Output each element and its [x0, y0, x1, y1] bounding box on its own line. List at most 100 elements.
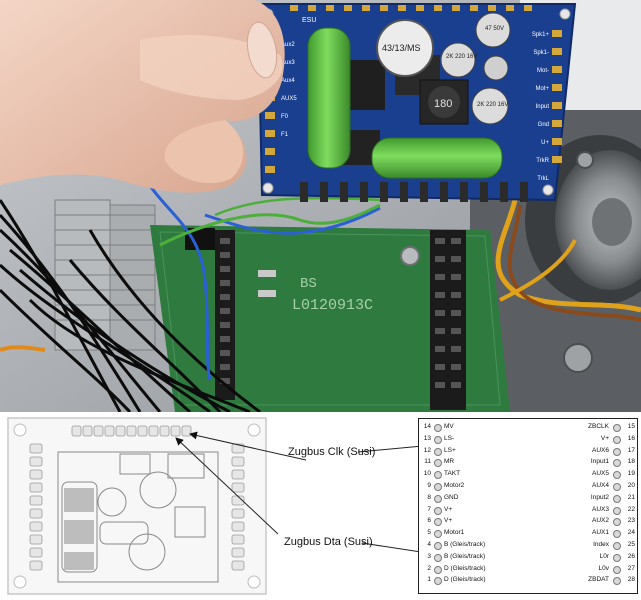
pin-name-right: AUX2: [592, 517, 609, 525]
pin-dot: [613, 542, 621, 550]
pin-number-left: 8: [427, 493, 431, 501]
left-pin-label: AUX5: [281, 96, 297, 102]
pin-number-right: 21: [627, 493, 635, 501]
pin-number-left: 5: [427, 529, 431, 537]
pin-number-left: 1: [427, 576, 431, 584]
pin-name-left: D (Gleis/track): [444, 576, 486, 584]
pin-number-right: 15: [627, 423, 635, 430]
right-pin-label: Input: [536, 104, 550, 110]
pin-name-right: ZBDAT: [588, 576, 609, 584]
pin-name-left: MV: [444, 423, 454, 430]
pin-name-left: B (Gleis/track): [444, 541, 486, 548]
pin-dot: [434, 435, 442, 444]
pin-dot: [434, 494, 442, 503]
pin-dot: [613, 435, 621, 444]
small-connector: [185, 228, 215, 250]
pin-number-left: 9: [427, 482, 431, 489]
pin-number-right: 23: [627, 517, 635, 525]
pin-dot: [613, 553, 621, 562]
pin-name-right: Input2: [590, 493, 609, 501]
left-pin-label: Aux4: [281, 78, 295, 84]
left-pin-label: Aux3: [281, 60, 295, 66]
pin-name-right: AUX3: [592, 505, 609, 513]
socket-header-right: [430, 230, 466, 410]
pin-name-left: Motor1: [444, 529, 465, 537]
pin-number-left: 10: [423, 470, 431, 478]
pin-dot: [434, 577, 442, 586]
pin-dot: [613, 494, 621, 503]
decoder-photo: BS L0120913C: [0, 0, 641, 412]
pin-dot: [434, 530, 442, 539]
pin-number-right: 22: [627, 505, 635, 513]
right-pin-label: TrkR: [536, 158, 549, 164]
pin-dot: [613, 577, 621, 586]
pin-dot: [613, 530, 621, 539]
pcb-drawing: [7, 417, 585, 595]
pin-number-right: 20: [627, 482, 635, 489]
pin-number-right: 28: [627, 576, 635, 584]
cap-label-2k-a: 2K 220 16V: [446, 54, 477, 60]
capacitor-label: 43/13/MS: [382, 43, 421, 53]
pin-name-left: D (Gleis/track): [444, 564, 486, 572]
right-pin-label: Mot-: [537, 68, 549, 74]
pin-number-right: 25: [627, 541, 635, 548]
pin-row: 8 GND Input2 21: [419, 494, 637, 505]
pin-dot: [434, 553, 442, 562]
right-pin-label: Spk1+: [532, 32, 550, 38]
pin-dot: [434, 424, 442, 432]
pin-name-left: MR: [444, 458, 455, 466]
pin-name-left: V+: [444, 517, 453, 525]
right-pin-label: TrkL: [537, 176, 549, 182]
pin-name-left: LS-: [444, 434, 455, 442]
pin-name-right: Input1: [590, 458, 609, 466]
left-pin-label: F1: [281, 132, 289, 138]
board-label-bs: BS: [300, 276, 317, 292]
pin-number-left: 12: [423, 446, 431, 454]
pin-dot: [434, 542, 442, 550]
pin-number-right: 16: [627, 434, 635, 442]
pin-dot: [434, 447, 442, 456]
wire-bundle: [0, 199, 261, 412]
pin-name-left: GND: [444, 493, 459, 501]
decoder-pcb: 180 43/13/MS 2K 220 16V 47 50V 2K 220 16…: [256, 3, 577, 202]
green-wire: [159, 203, 381, 247]
pin-dot: [613, 565, 621, 574]
photo-scene: BS L0120913C: [0, 0, 641, 412]
pin-number-left: 3: [427, 552, 431, 560]
pin-name-right: V+: [600, 434, 609, 442]
pin-dot: [434, 506, 442, 515]
right-pin-label: Spk1-: [533, 50, 549, 56]
pin-name-right: AUX5: [592, 470, 609, 478]
pcb-label-esu: ESU: [302, 17, 316, 24]
speaker: [525, 135, 641, 305]
left-pin-label: F0: [281, 114, 289, 120]
pin-dot: [434, 518, 442, 527]
pin-dot: [613, 506, 621, 515]
pin-dot: [613, 483, 621, 491]
board-label-code: L0120913C: [292, 297, 373, 314]
inductor-label: 180: [434, 98, 452, 110]
right-pin-label: U+: [541, 140, 549, 146]
adapter-board: [150, 225, 510, 412]
zugbus-clk-label: Zugbus Clk (Susi): [288, 446, 376, 458]
pin-dot: [434, 459, 442, 468]
pin-name-right: AUX1: [592, 529, 609, 537]
socket-header-left: [215, 230, 235, 400]
pin-number-left: 4: [427, 541, 431, 548]
pin-number-left: 11: [424, 458, 431, 466]
pin-dot: [434, 565, 442, 574]
screw: [576, 151, 594, 169]
cap-label-47: 47 50V: [485, 26, 504, 32]
speaker-wires: [495, 199, 641, 322]
pin-number-right: 26: [627, 552, 635, 560]
pin-dot: [613, 471, 621, 480]
